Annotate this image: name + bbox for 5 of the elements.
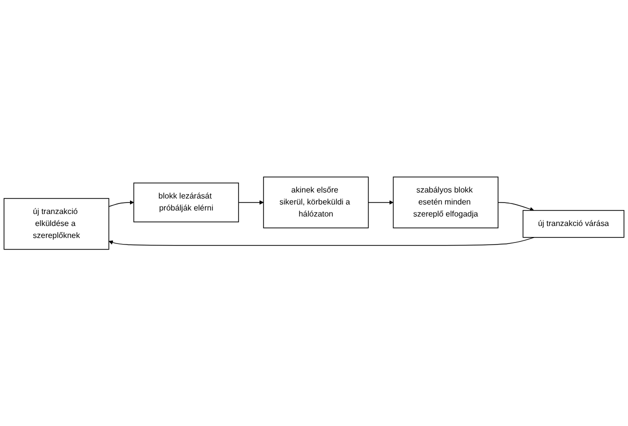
- arrow: [368, 200, 394, 204]
- arrow: [108, 236, 534, 246]
- arrow: [108, 200, 134, 207]
- arrow: [238, 200, 264, 204]
- arrow: [498, 202, 534, 212]
